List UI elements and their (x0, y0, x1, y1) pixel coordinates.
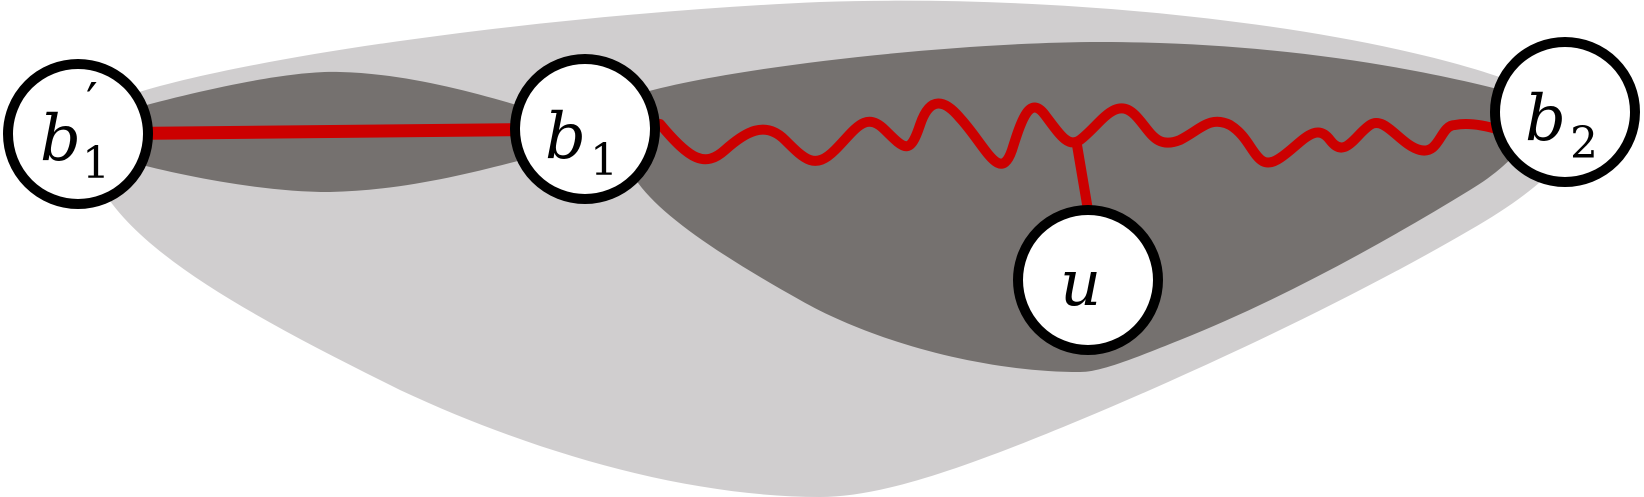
node-b2-subscript: 2 (1570, 118, 1598, 169)
node-b1-prime-base: b (40, 102, 81, 176)
node-b1-base: b (545, 100, 586, 174)
node-b1: b 1 (510, 54, 660, 204)
path-b1-b2 (655, 98, 1505, 169)
node-b1-subscript: 1 (590, 135, 618, 186)
node-b1-prime-mark: ′ (86, 73, 98, 133)
node-b2: b 2 (1490, 37, 1640, 187)
node-u: u (1013, 205, 1163, 355)
edge-b1prime-b1 (77, 122, 586, 141)
node-b2-base: b (1525, 82, 1566, 156)
node-b1-prime-subscript: 1 (82, 138, 110, 189)
node-u-base: u (1060, 247, 1101, 321)
node-b1-prime: b ′ 1 (3, 59, 153, 209)
